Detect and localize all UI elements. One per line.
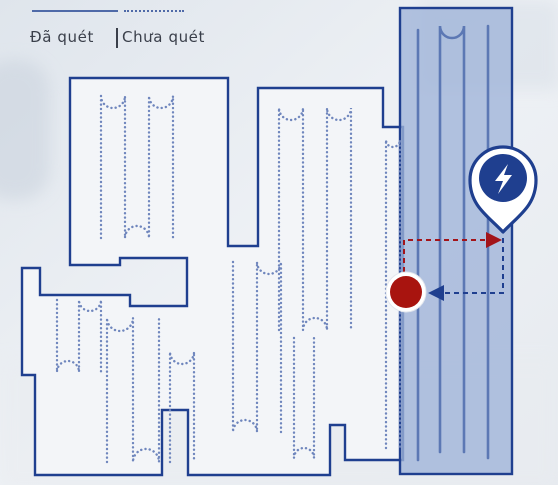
route-to-dock: [403, 232, 504, 301]
floor-area: [20, 76, 405, 477]
uncleaned-path-2: [277, 107, 353, 332]
route-return-arrow: [428, 238, 504, 301]
uncleaned-path-7: [168, 351, 196, 464]
uncleaned-paths: [55, 95, 402, 464]
uncleaned-path-1: [99, 95, 175, 240]
legend-uncleaned-line: [124, 10, 184, 12]
lightning-bolt-icon: [495, 164, 512, 194]
legend-cleaned-line: [32, 10, 118, 12]
cleaned-path-1: [438, 25, 466, 454]
legend-separator: [116, 28, 118, 48]
route-outbound-arrow: [403, 232, 502, 290]
robot-vacuum-icon: [385, 271, 427, 313]
uncleaned-path-3: [384, 139, 402, 450]
uncleaned-path-4: [231, 260, 283, 434]
legend-uncleaned-label: Chưa quét: [122, 28, 205, 46]
robot-body: [390, 276, 422, 308]
floor-outline-left: [20, 76, 405, 477]
uncleaned-path-5: [55, 298, 103, 374]
legend: Đã quét Chưa quét: [24, 4, 264, 52]
legend-cleaned-label: Đã quét: [30, 28, 94, 46]
charging-dock-marker: [468, 145, 538, 234]
uncleaned-path-6: [105, 316, 161, 464]
uncleaned-path-8: [292, 336, 316, 459]
